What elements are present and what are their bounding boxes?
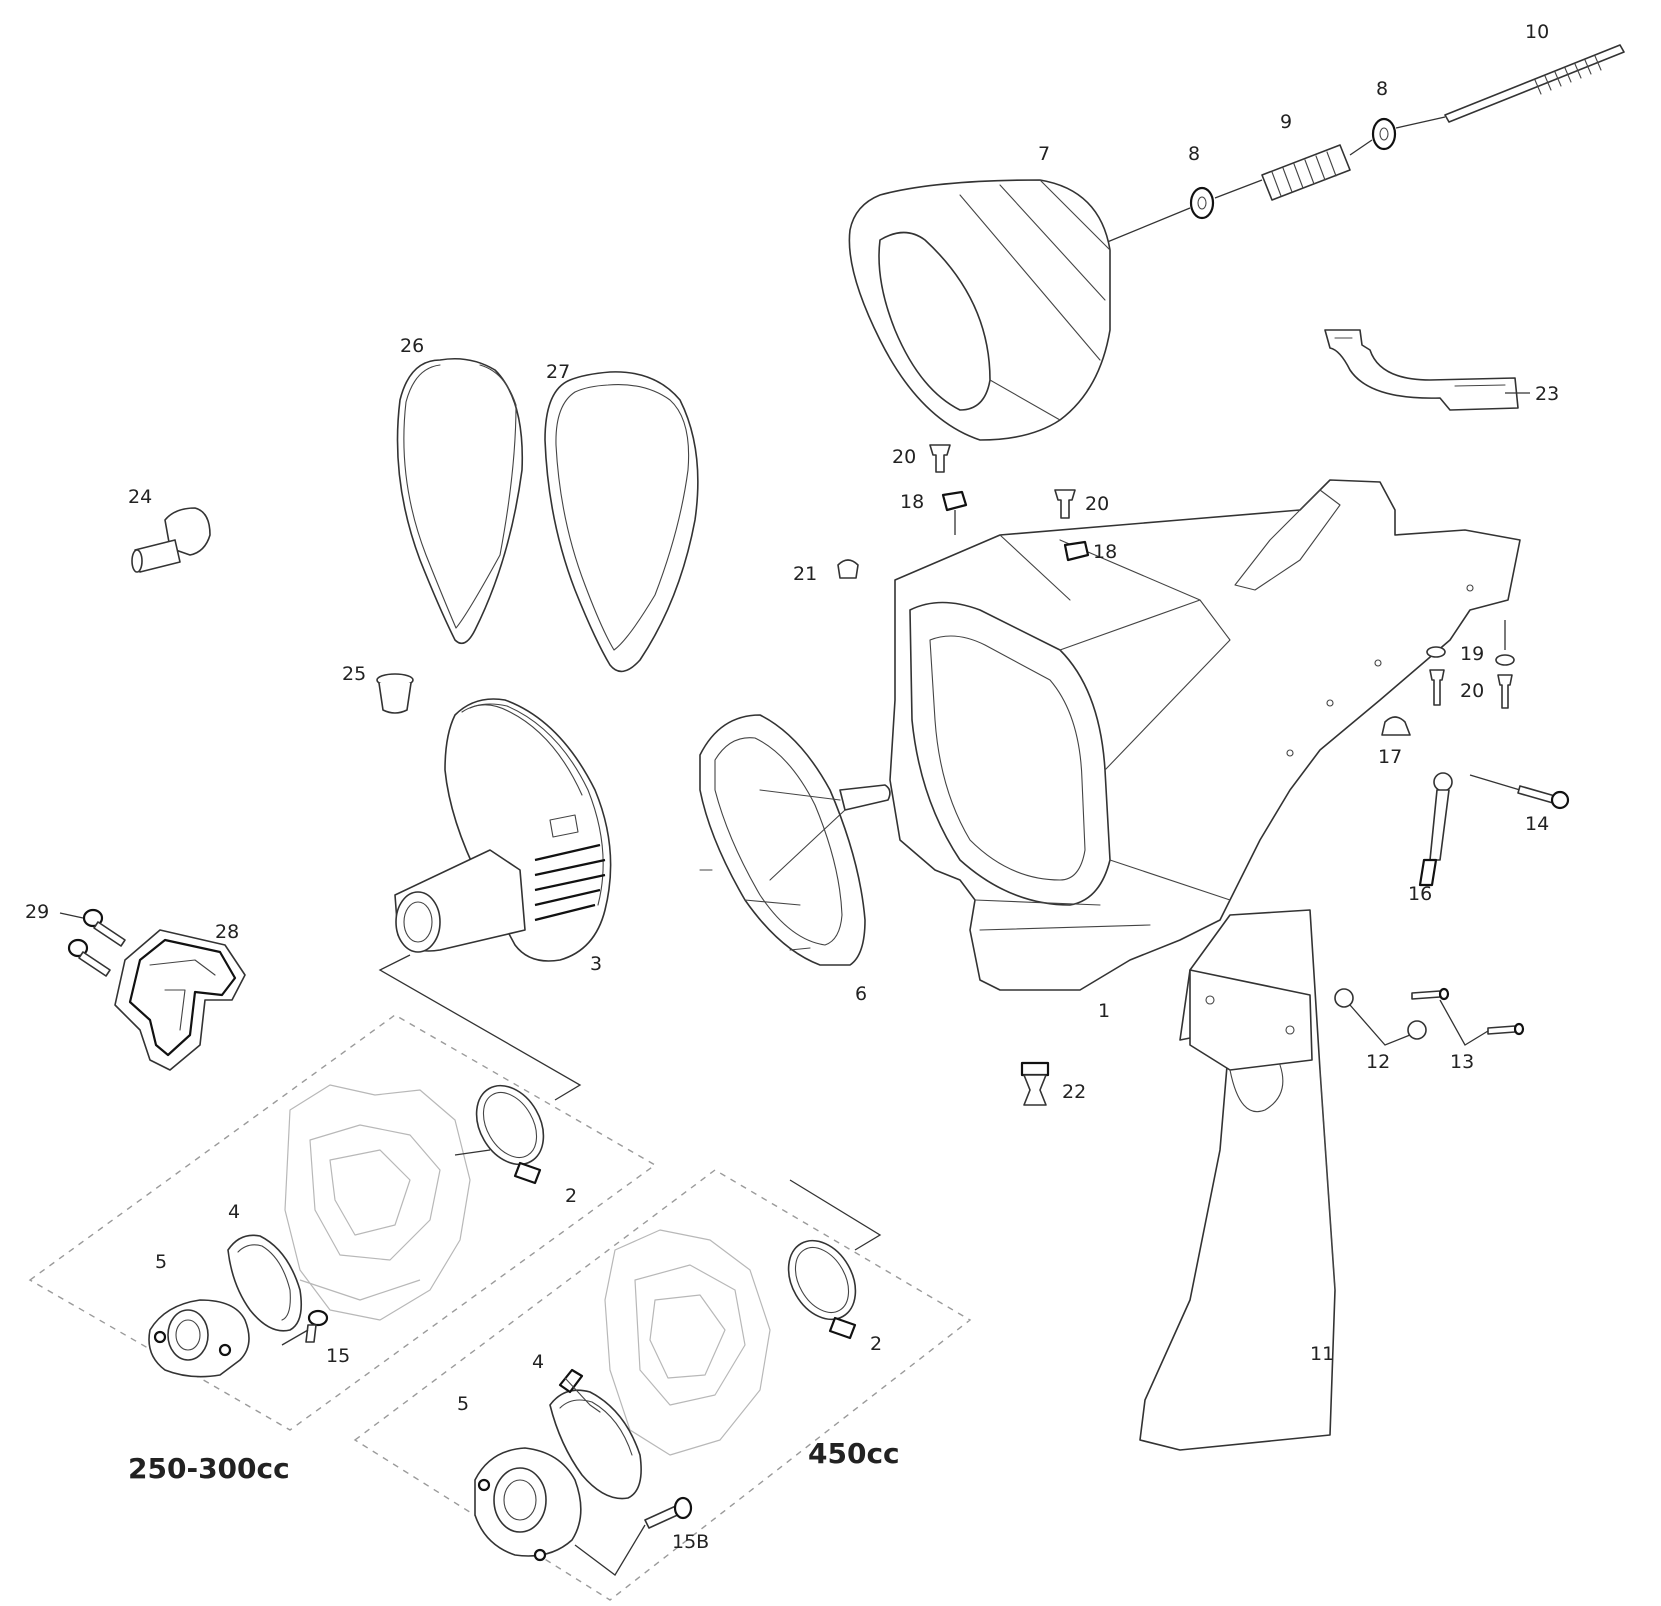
part-8-nut-lower [1189, 186, 1215, 220]
leader-part-29 [59, 912, 84, 919]
part-21-grommet [837, 559, 859, 579]
part-8-nut-upper [1371, 117, 1397, 151]
callout-4-250-300cc: 4 [228, 1201, 240, 1223]
part-2-clamp-a [475, 1084, 545, 1185]
part-11-mud-flap [1139, 909, 1336, 1451]
part-23-bracket [1324, 329, 1530, 411]
part-22-cap [1020, 1061, 1050, 1106]
callout-18-b: 18 [1093, 541, 1117, 563]
part-5-manifold-250-300cc [148, 1299, 250, 1378]
callout-10: 10 [1525, 21, 1549, 43]
callout-15: 15 [326, 1345, 350, 1367]
engine-outline-250-300cc [284, 1084, 471, 1321]
callout-20-c: 20 [1460, 680, 1484, 702]
part-12-nut-b [1407, 1020, 1427, 1040]
callout-15b: 15B [672, 1531, 709, 1553]
callout-18-a: 18 [900, 491, 924, 513]
part-29-bolt-a [82, 908, 126, 947]
part-6-air-guide [699, 714, 891, 966]
part-10-rod [1444, 44, 1625, 123]
callout-20-b: 20 [1085, 493, 1109, 515]
part-5-manifold-450cc [474, 1447, 582, 1562]
part-28-reed-cover [114, 929, 246, 1071]
callout-1: 1 [1098, 1000, 1110, 1022]
callout-5-450cc: 5 [457, 1393, 469, 1415]
part-24-fitting [131, 507, 211, 573]
leader-part-7-axis [1099, 116, 1446, 246]
part-20-screw-c [1429, 669, 1445, 706]
part-29-bolt-b [67, 938, 111, 977]
callout-29: 29 [25, 901, 49, 923]
part-9-spring [1261, 144, 1351, 201]
callout-9: 9 [1280, 111, 1292, 133]
part-14-bolt [1469, 774, 1570, 810]
part-3-air-boot [394, 698, 612, 962]
leader-parts-12 [1349, 1004, 1411, 1046]
part-7-air-filter [848, 179, 1111, 441]
callout-3: 3 [590, 953, 602, 975]
part-20-screw-b [1054, 489, 1076, 519]
leader-part-15b [574, 1524, 646, 1576]
part-16-linkage [1418, 772, 1453, 887]
variant-box-450cc [353, 1169, 972, 1601]
part-19-washer [1426, 646, 1446, 658]
part-20-screw-a [929, 444, 951, 473]
callout-23: 23 [1535, 383, 1559, 405]
callout-4-450cc: 4 [532, 1351, 544, 1373]
part-13-screw-a [1411, 987, 1450, 1001]
callout-27: 27 [546, 361, 570, 383]
callout-28: 28 [215, 921, 239, 943]
part-27-gasket [544, 371, 699, 673]
leader-part-3-boot [378, 954, 582, 1101]
leader-part-15 [281, 1329, 309, 1346]
callout-26: 26 [400, 335, 424, 357]
callout-21: 21 [793, 563, 817, 585]
callout-11: 11 [1310, 1343, 1334, 1365]
variant-box-250-300cc [28, 1014, 657, 1431]
part-2-clamp-b [787, 1239, 857, 1340]
callout-2-250-300cc: 2 [565, 1185, 577, 1207]
leader-parts-13 [1439, 999, 1489, 1046]
callout-24: 24 [128, 486, 152, 508]
variant-label-250-300cc: 250-300cc [128, 1452, 290, 1485]
part-18-clip-b [1063, 540, 1090, 562]
callout-20-a: 20 [892, 446, 916, 468]
part-13-screw-b [1487, 1022, 1525, 1036]
part-12-nut-a [1334, 988, 1354, 1008]
callout-8-lower: 8 [1188, 143, 1200, 165]
part-15-screw [305, 1309, 329, 1343]
callout-13: 13 [1450, 1051, 1474, 1073]
callout-2-450cc: 2 [870, 1333, 882, 1355]
callout-16: 16 [1408, 883, 1432, 905]
part-18-clip-a [941, 490, 968, 535]
part-17-nut [1381, 716, 1411, 736]
callout-7: 7 [1038, 143, 1050, 165]
part-26-ring [396, 357, 524, 645]
variant-label-450cc: 450cc [808, 1437, 900, 1470]
callout-12: 12 [1366, 1051, 1390, 1073]
part-15b-screw [644, 1496, 693, 1529]
part-4-clamp-450cc [549, 1368, 642, 1500]
callout-22: 22 [1062, 1081, 1086, 1103]
callout-25: 25 [342, 663, 366, 685]
callout-5-250-300cc: 5 [155, 1251, 167, 1273]
callout-19: 19 [1460, 643, 1484, 665]
part-4-clamp-250-300cc [227, 1234, 303, 1332]
part-1-airbox [889, 479, 1521, 991]
part-25-plug [376, 673, 414, 714]
part-20-screw-d [1495, 620, 1515, 709]
leader-clamp-250 [454, 1149, 491, 1156]
leader-clamp-450 [789, 1179, 882, 1251]
callout-6: 6 [855, 983, 867, 1005]
callout-14: 14 [1525, 813, 1549, 835]
callout-8-upper: 8 [1376, 78, 1388, 100]
callout-17: 17 [1378, 746, 1402, 768]
engine-outline-450cc [604, 1229, 771, 1456]
